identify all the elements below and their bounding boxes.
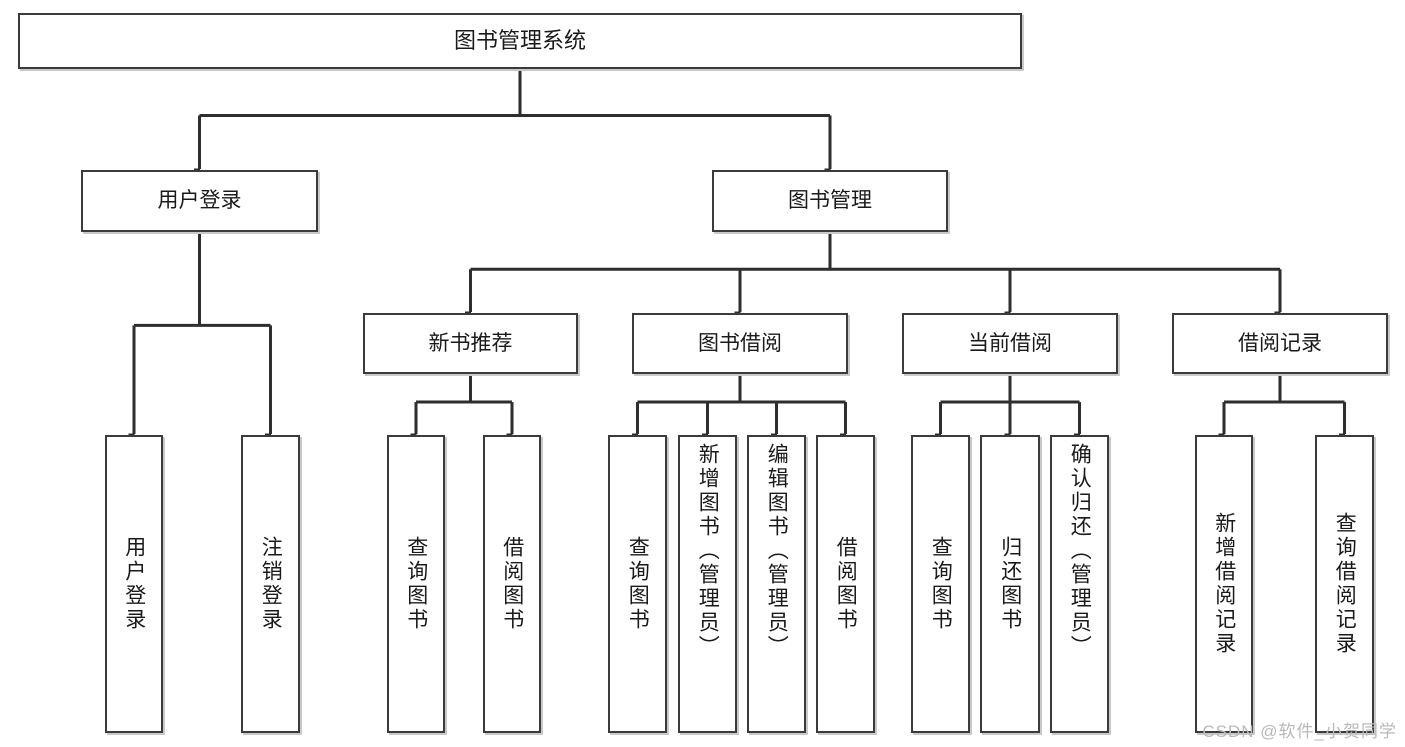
node-leaf-user-login: 用户登录 [105,435,163,733]
node-label: 新书推荐 [428,331,513,355]
node-label: 查询借阅记录 [1333,512,1357,656]
watermark-text: CSDN @软件_小贺同学 [1202,722,1397,741]
node-label: 当前借阅 [968,331,1052,355]
node-leaf-query-book-2: 查询图书 [608,435,667,733]
node-borrow-record: 借阅记录 [1172,313,1388,374]
node-root: 图书管理系统 [18,13,1022,69]
node-label: 借阅图书 [834,536,858,632]
node-book-manage: 图书管理 [712,170,948,232]
node-label: 借阅记录 [1238,331,1322,355]
node-label: 查询图书 [929,536,953,632]
node-leaf-borrow-book-2: 借阅图书 [816,435,875,733]
node-label: 图书管理 [788,189,872,213]
node-new-book-rec: 新书推荐 [363,313,578,374]
node-label: 查询图书 [626,536,650,632]
node-leaf-logout: 注销登录 [241,435,300,733]
node-label: 用户登录 [122,536,146,632]
node-leaf-return-book: 归还图书 [980,435,1040,733]
node-leaf-add-book-admin: 新增图书（管理员） [678,435,737,733]
node-label: 图书借阅 [698,331,782,355]
node-label: 图书管理系统 [453,27,586,53]
node-label: 注销登录 [259,536,283,632]
node-leaf-query-book-3: 查询图书 [911,435,970,733]
node-label: 确认归还（管理员） [1068,443,1092,659]
node-label: 新增图书（管理员） [696,443,720,659]
node-label: 归还图书 [998,536,1022,632]
node-label: 新增借阅记录 [1212,512,1236,656]
node-label: 用户登录 [157,189,242,213]
node-leaf-add-borrow-record: 新增借阅记录 [1195,435,1253,733]
node-user-login: 用户登录 [81,170,318,232]
node-label: 查询图书 [404,536,428,632]
node-book-borrow: 图书借阅 [632,313,848,374]
node-leaf-query-book-1: 查询图书 [387,435,445,733]
node-leaf-query-borrow-record: 查询借阅记录 [1315,435,1374,733]
node-label: 借阅图书 [500,536,524,632]
node-label: 编辑图书（管理员） [765,443,789,659]
node-leaf-borrow-book-1: 借阅图书 [483,435,541,733]
node-current-borrow: 当前借阅 [902,313,1118,374]
node-leaf-confirm-return-admin: 确认归还（管理员） [1050,435,1109,733]
node-leaf-edit-book-admin: 编辑图书（管理员） [747,435,806,733]
